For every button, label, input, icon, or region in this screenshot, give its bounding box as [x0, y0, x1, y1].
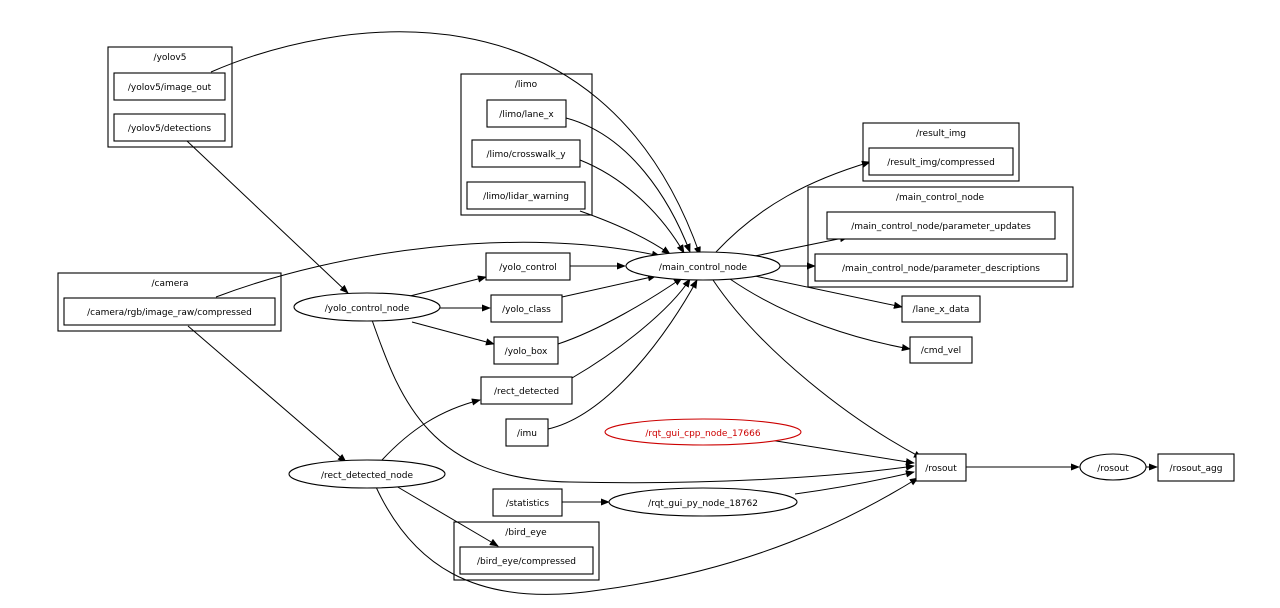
- topic-label: /rosout_agg: [1170, 464, 1223, 474]
- edge-rqt-cpp-to-rosout: [769, 439, 915, 466]
- cluster-main-control-node: /main_control_node: [807, 186, 1074, 288]
- node-label: /yolo_control_node: [325, 304, 410, 314]
- topic-label: /lane_x_data: [913, 305, 970, 315]
- topic-label: /main_control_node/parameter_description…: [842, 264, 1040, 274]
- topic-label: /main_control_node/parameter_updates: [851, 222, 1031, 232]
- edge-main-to-result-img: [715, 160, 871, 253]
- edge-main-to-cmd-vel: [729, 278, 911, 352]
- topic-label: /limo/lidar_warning: [483, 192, 569, 202]
- edge-camera-to-rect-detected-node: [187, 325, 347, 463]
- topic-parameter-updates[interactable]: /main_control_node/parameter_updates: [826, 211, 1056, 240]
- topic-limo-lidar-warning[interactable]: /limo/lidar_warning: [466, 181, 586, 210]
- edges: [186, 31, 1158, 595]
- topic-imu[interactable]: /imu: [505, 418, 549, 447]
- topic-label: /yolov5/image_out: [128, 83, 212, 93]
- topic-label: /yolov5/detections: [128, 124, 211, 134]
- node-label: /rosout: [1097, 464, 1129, 474]
- node-rect-detected-node[interactable]: /rect_detected_node: [288, 459, 446, 489]
- cluster-bird-eye: /bird_eye: [453, 521, 600, 581]
- topic-label: /result_img/compressed: [887, 158, 995, 168]
- topic-label: /rect_detected: [494, 387, 559, 397]
- topic-label: /statistics: [506, 499, 549, 509]
- edge-yolo-class-to-main: [561, 274, 657, 298]
- topic-rect-detected[interactable]: /rect_detected: [480, 376, 573, 405]
- node-yolo-control-node[interactable]: /yolo_control_node: [293, 292, 441, 322]
- topic-label: /yolo_class: [502, 305, 551, 315]
- topic-yolo-control[interactable]: /yolo_control: [485, 252, 571, 281]
- edge-rect-detected-to-main: [571, 278, 691, 379]
- edge-yolo-control-node-to-yolo-control: [409, 275, 487, 297]
- node-main-control-node[interactable]: /main_control_node: [625, 251, 781, 281]
- edge-yolo-box-to-main: [557, 277, 683, 345]
- edge-main-to-param-updates: [754, 235, 849, 257]
- node-rqt-gui-py-node[interactable]: /rqt_gui_py_node_18762: [608, 487, 798, 517]
- edge-main-to-rosout: [712, 279, 923, 459]
- edge-yolo-control-node-to-yolo-box: [411, 321, 495, 346]
- cluster-limo: /limo: [460, 73, 593, 216]
- edge-rect-detected-node-to-rect-detected: [381, 398, 481, 461]
- cluster-title-result-img: /result_img: [916, 129, 966, 139]
- cluster-camera: /camera: [57, 272, 282, 332]
- cluster-title-main-control-node: /main_control_node: [896, 193, 985, 203]
- topic-label: /limo/lane_x: [499, 110, 554, 120]
- node-label: /rect_detected_node: [321, 471, 414, 481]
- edge-crosswalk-y-to-main: [579, 159, 685, 254]
- node-label: /rqt_gui_py_node_18762: [648, 499, 758, 509]
- topic-cmd-vel[interactable]: /cmd_vel: [909, 336, 973, 364]
- edge-imu-to-main: [547, 279, 698, 430]
- topic-statistics[interactable]: /statistics: [492, 488, 563, 517]
- topic-label: /yolo_control: [499, 263, 557, 273]
- topic-label: /cmd_vel: [921, 346, 961, 356]
- topic-label: /bird_eye/compressed: [477, 557, 576, 567]
- edge-camera-to-main: [215, 241, 661, 298]
- topic-yolov5-image-out[interactable]: /yolov5/image_out: [113, 72, 226, 101]
- topic-rosout-agg[interactable]: /rosout_agg: [1157, 453, 1235, 482]
- edge-rqt-py-to-rosout: [794, 470, 915, 495]
- topic-limo-lane-x[interactable]: /limo/lane_x: [486, 99, 567, 128]
- topic-label: /imu: [517, 429, 537, 439]
- cluster-title-limo: /limo: [515, 80, 538, 90]
- edge-lane-x-to-main: [565, 117, 691, 253]
- edge-rect-detected-node-to-rosout: [375, 477, 919, 595]
- topic-label: /yolo_box: [505, 347, 548, 357]
- cluster-title-camera: /camera: [151, 279, 188, 289]
- topic-yolov5-detections[interactable]: /yolov5/detections: [113, 113, 226, 142]
- topic-yolo-class[interactable]: /yolo_class: [490, 294, 563, 323]
- node-rqt-gui-cpp-node[interactable]: /rqt_gui_cpp_node_17666: [604, 418, 802, 446]
- edge-yolo-control-node-to-rosout: [371, 319, 915, 484]
- edge-rect-detected-node-to-bird-eye: [395, 485, 499, 547]
- edge-detections-to-yolo-control-node: [186, 140, 349, 294]
- topic-lane-x-data[interactable]: /lane_x_data: [901, 295, 981, 323]
- cluster-title-yolov5: /yolov5: [154, 53, 187, 63]
- topic-label: /rosout: [925, 464, 957, 474]
- topic-result-img-compressed[interactable]: /result_img/compressed: [868, 147, 1014, 176]
- node-label: /rqt_gui_cpp_node_17666: [645, 429, 760, 439]
- topic-yolo-box[interactable]: /yolo_box: [493, 336, 559, 365]
- edge-image-out-to-main: [210, 31, 701, 256]
- edge-lidar-warning-to-main: [579, 210, 671, 255]
- node-label: /main_control_node: [659, 263, 748, 273]
- topic-camera-compressed[interactable]: /camera/rgb/image_raw/compressed: [63, 297, 276, 326]
- topic-limo-crosswalk-y[interactable]: /limo/crosswalk_y: [471, 139, 581, 168]
- topic-label: /camera/rgb/image_raw/compressed: [87, 308, 252, 318]
- node-rosout[interactable]: /rosout: [1079, 453, 1147, 481]
- cluster-result-img: /result_img: [862, 122, 1020, 182]
- topic-rosout[interactable]: /rosout: [915, 453, 967, 482]
- edge-main-to-lane-x-data: [754, 275, 903, 309]
- topic-parameter-descriptions[interactable]: /main_control_node/parameter_description…: [814, 253, 1068, 282]
- topic-label: /limo/crosswalk_y: [486, 150, 566, 160]
- cluster-title-bird-eye: /bird_eye: [505, 528, 547, 538]
- cluster-yolov5: /yolov5: [107, 46, 233, 148]
- topic-bird-eye-compressed[interactable]: /bird_eye/compressed: [459, 546, 594, 575]
